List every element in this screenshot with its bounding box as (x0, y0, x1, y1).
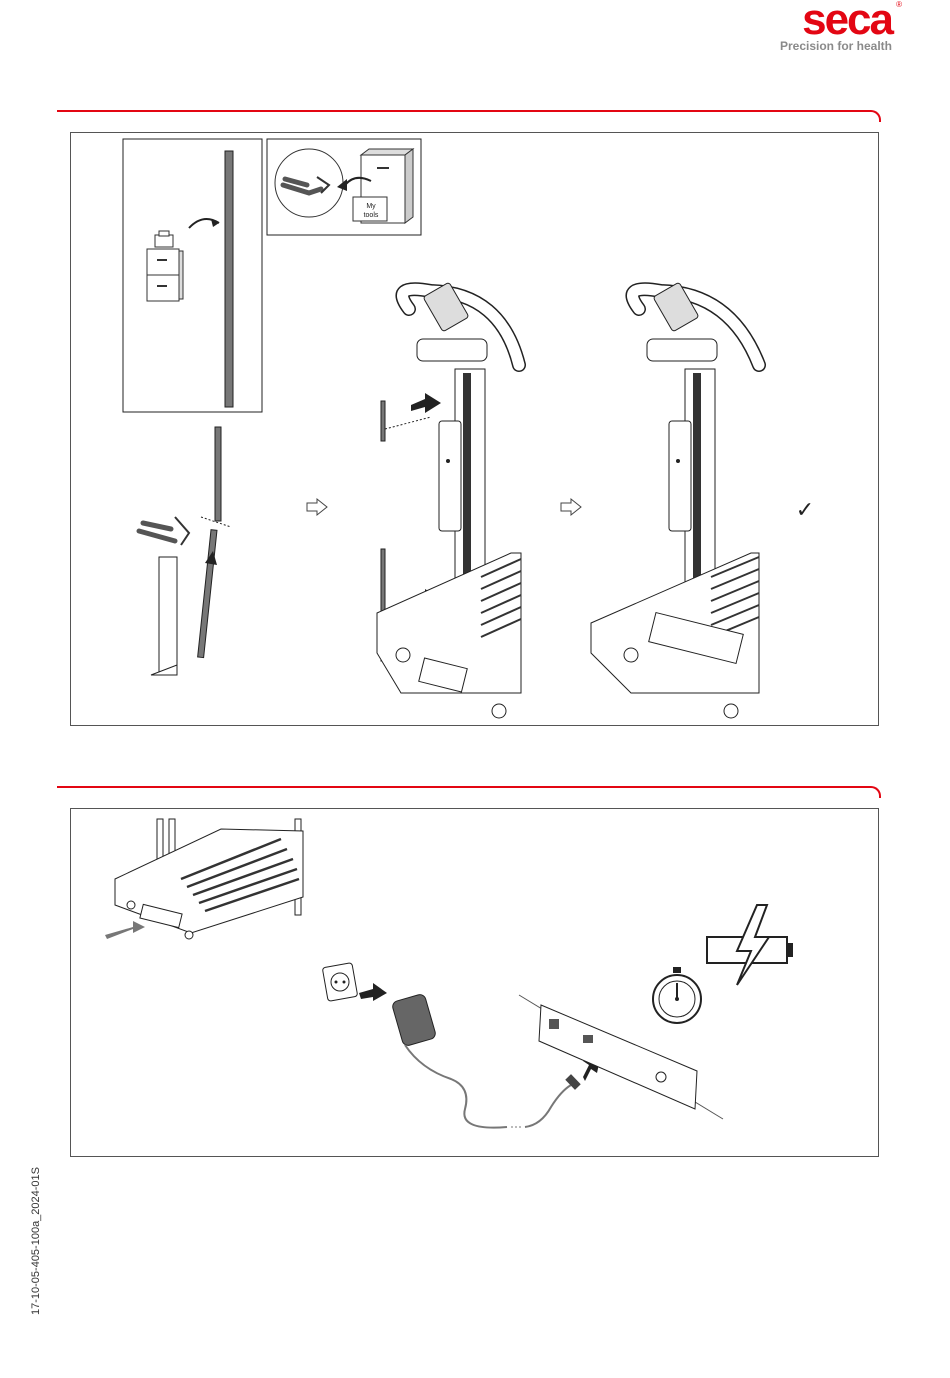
completed-step (591, 282, 759, 718)
outline-arrow-right-icon (307, 499, 327, 515)
document-number: 17-10-05-405-100a_2024-01S (30, 1167, 42, 1315)
wall-socket-icon (322, 963, 357, 1002)
insert-rod-step (377, 282, 521, 718)
charging-panel (70, 808, 879, 1157)
storage-inset (123, 139, 262, 412)
storage-tag-line2: tools (364, 212, 379, 219)
installation-panel: My tools (70, 132, 879, 726)
section-divider-bottom (57, 786, 881, 798)
outline-arrow-right-icon (561, 499, 581, 515)
scale-base (105, 819, 303, 939)
storage-tag-line1: My (366, 203, 376, 210)
brand-wordmark: seca (780, 0, 892, 40)
done-check-icon: ✓ (796, 497, 814, 522)
cut-rod-step (139, 427, 231, 675)
toolbox-cabinet-icon: My tools (353, 149, 413, 223)
stopwatch-icon (653, 967, 701, 1023)
cutter-icon (139, 517, 189, 545)
tools-inset: My tools (267, 139, 421, 235)
charging-illustration (71, 809, 880, 1158)
battery-charging-icon (707, 905, 793, 985)
brand-logo: seca ® Precision for health (780, 0, 892, 53)
registered-mark: ® (896, 0, 902, 9)
section-divider-top (57, 110, 881, 122)
brand-tagline: Precision for health (780, 39, 892, 53)
installation-illustration: My tools (71, 133, 880, 727)
